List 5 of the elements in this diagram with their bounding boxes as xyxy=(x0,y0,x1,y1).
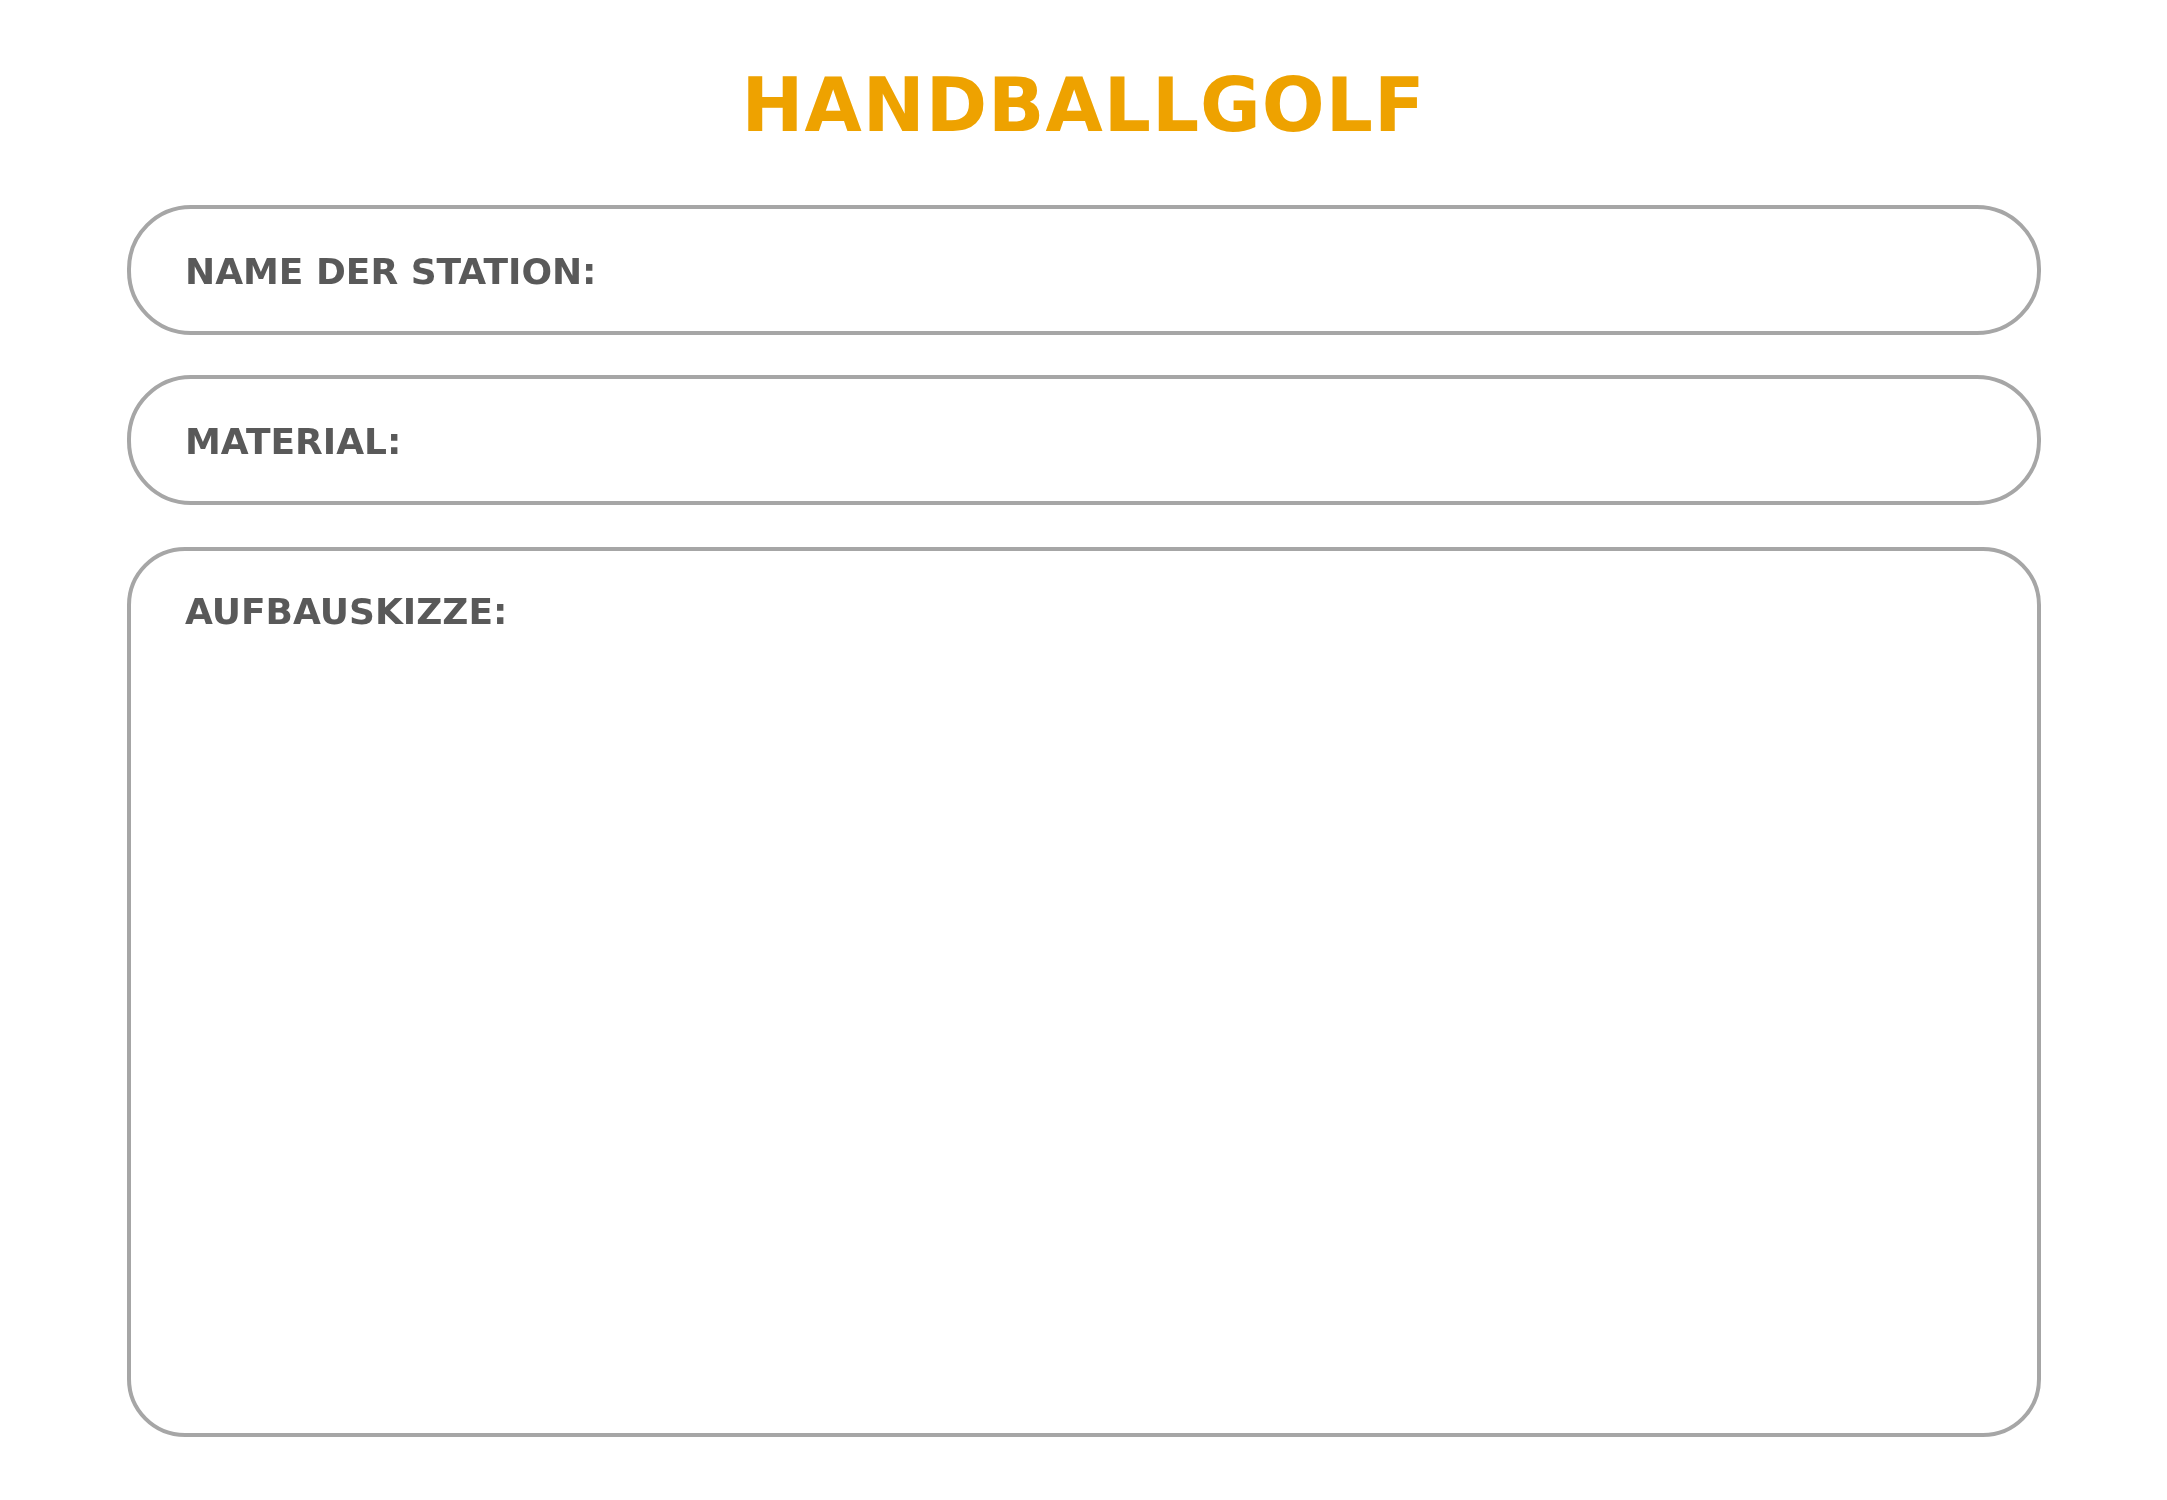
sketch-area xyxy=(127,547,2041,1437)
field-label: NAME DER STATION: xyxy=(185,251,597,292)
page-title: HANDBALLGOLF xyxy=(741,62,1426,148)
field-label: MATERIAL: xyxy=(185,421,402,462)
field-label: AUFBAUSKIZZE: xyxy=(185,591,508,632)
